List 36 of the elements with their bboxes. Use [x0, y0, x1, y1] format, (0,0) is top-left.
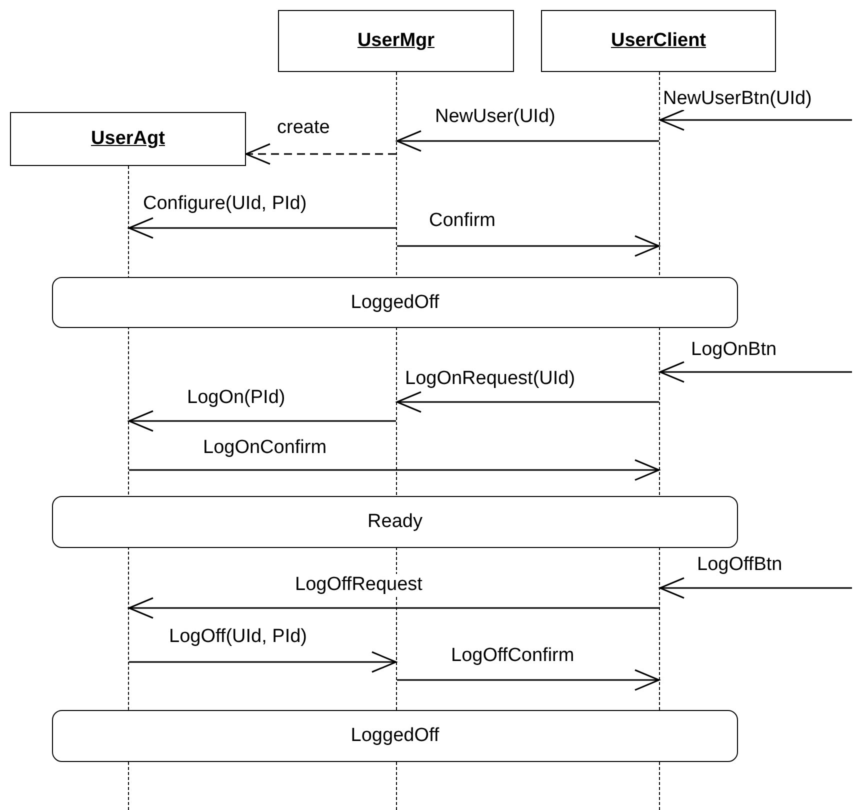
- state-name: LoggedOff: [350, 725, 440, 747]
- message-arrow: [397, 669, 660, 691]
- message-arrow: [659, 109, 852, 131]
- state-name: Ready: [368, 511, 422, 533]
- message-arrow: [245, 143, 396, 165]
- message-arrow: [128, 597, 659, 619]
- message-arrow: [129, 651, 397, 673]
- message-arrow: [659, 361, 852, 383]
- message-arrow: [396, 130, 659, 152]
- object-name: UserClient: [610, 30, 706, 52]
- message-arrow: [128, 217, 396, 239]
- state-name: LoggedOff: [350, 292, 440, 314]
- edge-label: Configure(UId, PId): [142, 193, 308, 215]
- message-arrow: [396, 391, 659, 413]
- message-arrow: [129, 459, 660, 481]
- edge-label: LogOn(PId): [186, 387, 286, 409]
- edge-label: LogOnBtn: [690, 339, 778, 361]
- edge-label: NewUser(UId): [434, 106, 556, 128]
- message-arrow: [128, 410, 396, 432]
- lifeline-head-box: [10, 112, 246, 166]
- lifeline-head-box: [541, 10, 776, 72]
- edge-label: LogOffRequest: [294, 574, 424, 596]
- object-name: UserAgt: [91, 128, 165, 150]
- message-arrow: [397, 235, 660, 257]
- edge-label: LogOnRequest(UId): [404, 368, 576, 390]
- message-arrow: [659, 577, 852, 599]
- object-name: UserMgr: [357, 30, 435, 52]
- edge-label: LogOnConfirm: [202, 437, 328, 459]
- edge-label: LogOffConfirm: [450, 645, 576, 667]
- state-band: [52, 277, 738, 328]
- state-band: [52, 496, 738, 548]
- edge-label: LogOff(UId, PId): [168, 626, 308, 648]
- edge-label: NewUserBtn(UId): [662, 88, 813, 110]
- edge-label: LogOffBtn: [696, 554, 784, 576]
- state-band: [52, 710, 738, 762]
- lifeline-head-box: [278, 10, 514, 72]
